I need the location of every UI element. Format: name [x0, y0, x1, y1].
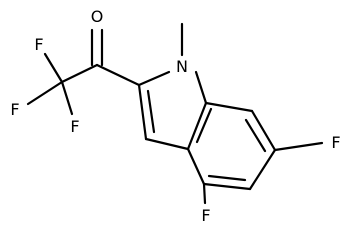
bonds	[26, 22, 324, 205]
bond-c2-c3-inner	[146, 89, 156, 134]
atom-labels: O F F F N F F	[10, 7, 340, 225]
oxygen-label: O	[91, 7, 104, 26]
fluorine-label-cf3-top: F	[34, 35, 43, 54]
bond-c3a-c7a-inner	[195, 107, 213, 144]
bond-c7-c6-inner	[244, 118, 267, 153]
bond-carbonyl-cf3	[60, 63, 99, 84]
fluorine-label-ring-right: F	[331, 133, 340, 152]
bond-c2-c3	[137, 83, 148, 141]
bond-c3-c3a	[144, 137, 190, 151]
bond-n1-c7a	[194, 70, 208, 105]
nitrogen-label: N	[176, 57, 188, 76]
bond-c7-c6	[250, 109, 277, 152]
bond-c4-c3a	[186, 147, 206, 186]
bond-carbonyl-c2	[95, 63, 141, 87]
bond-c6-f	[273, 141, 324, 152]
bond-c7a-c7	[204, 101, 254, 113]
bond-c4-f	[202, 182, 207, 205]
bond-cf3-f-left	[26, 80, 64, 106]
bond-c5-c4-inner	[207, 174, 247, 182]
bond-cf3-f-bottom	[60, 80, 74, 116]
fluorine-label-cf3-left: F	[10, 100, 19, 119]
bond-cf3-f-top	[43, 52, 64, 84]
fluorine-label-ring-bottom: F	[201, 206, 210, 225]
bond-c5-c4	[202, 182, 252, 191]
bond-c6-c5	[248, 148, 277, 191]
bond-c2-n1	[137, 70, 171, 87]
bond-c3a-c7a	[186, 101, 208, 151]
fluorine-label-cf3-bottom: F	[70, 117, 79, 136]
